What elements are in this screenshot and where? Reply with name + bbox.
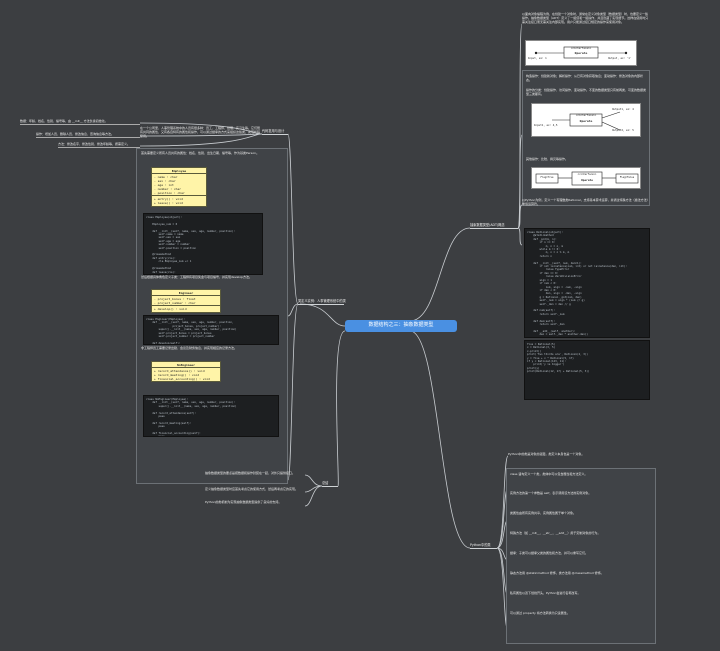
python-class-note-9: 可以通过 property 将方法转换为只读属性。 bbox=[510, 611, 570, 615]
adt-ops-panel: 构造操作：创建新对象；解析操作：从已有对象获取信息；变动操作：修改对象的内部状态… bbox=[522, 70, 650, 206]
engineer-intro-note: 然后根据具体角色定义子类：工程师有项目奖金与项目编号，并实现develop方法。 bbox=[141, 275, 252, 279]
adt-code-intro: 以Python为例，定义一个有理数类Rational，支持基本算术运算，并通过特… bbox=[522, 198, 650, 207]
adt-op-note-1: 构造操作：创建新对象；解析操作：从已有对象获取信息；变动操作：修改对象的内部状态… bbox=[526, 74, 644, 83]
summary-note-3: Python的类机制为实现抽象数据类型提供了良好的支持。 bbox=[205, 500, 282, 504]
python-class-note-8: 私有属性以双下划线开头，Python会进行名称改写。 bbox=[510, 591, 581, 595]
uml-engineer-ops: + develop() : void bbox=[154, 306, 187, 311]
operate-label-2: Operate bbox=[579, 119, 593, 123]
python-class-panel: class 语句定义一个类，类体中可以包含属性和方法定义。 实例方法的第一个参数… bbox=[506, 468, 656, 644]
class-example-panel: 首先需要定义所有人员共有的属性：姓名、性别、出生日期、编号等，作为基类Perso… bbox=[136, 148, 288, 484]
input-label: Input, ex: 1 bbox=[528, 57, 547, 60]
python-class-note-4: 类属性由所有实例共享，实例属性属于单个对象。 bbox=[510, 511, 577, 515]
interface-label-3: <<interface>> bbox=[577, 173, 597, 176]
uml-noengineer-title: NoEngineer bbox=[152, 362, 220, 369]
uml-employee-ops: + entry() : void + leave() : void bbox=[154, 196, 183, 205]
rational-test-code: five = Rational(5) x = Rational(3, 5) x.… bbox=[524, 340, 650, 400]
python-class-note-5: 特殊方法（如 __init__、__str__、__add__）用于定制对象的行… bbox=[510, 531, 601, 535]
flag-true-label: Flag=True bbox=[540, 176, 554, 179]
operate-label-3: Operate bbox=[581, 178, 593, 182]
left-note-2: 操作：增加人员、删除人员、修改信息、查询信息等方法。 bbox=[36, 132, 140, 138]
output-a-label: Output1, ex: 4 bbox=[612, 108, 634, 111]
engineer-code: class Engineer(Employee): def __init__(s… bbox=[143, 315, 279, 345]
uml-engineer-attrs: - project_bonus : float - project_number… bbox=[152, 296, 220, 307]
branch-summary[interactable]: 总结 bbox=[322, 481, 338, 487]
uml-noengineer-ops: + record_attendance() : void + record_me… bbox=[154, 368, 210, 381]
uml-noengineer: NoEngineer + record_attendance() : void … bbox=[151, 361, 221, 383]
rational-class-code: class Rational(object): @staticmethod de… bbox=[524, 228, 650, 338]
root-topic[interactable]: 数据结构之三：抽象数据类型 bbox=[345, 320, 457, 332]
adt-diagram-3: Flag=True <<interface>> Operate Flag=Fal… bbox=[531, 167, 641, 189]
uml-engineer-title: Engineer bbox=[152, 290, 220, 297]
adt-op-note-2: 操作的分类：创建操作、访问操作、变动操作。不变的数据类型只有前两类，可变的数据类… bbox=[526, 88, 647, 97]
interface-label-2: <<interface>> bbox=[575, 114, 597, 117]
interface-label: <<interface>> bbox=[570, 47, 592, 50]
python-class-note-7: 静态方法用 @staticmethod 修饰，类方法用 @classmethod… bbox=[510, 571, 604, 575]
summary-note-2: 定义抽象数据类型时应首先考虑它的使用方式，然后再考虑它的实现。 bbox=[205, 487, 299, 491]
branch-python-class[interactable]: Python中的类 bbox=[470, 543, 497, 549]
operate-label: Operate bbox=[574, 51, 588, 55]
branch-class-example[interactable]: 类定义实例：人事管理系统中的类 bbox=[298, 299, 346, 305]
uml-employee-attrs: - name : char - sex : char - age : int -… bbox=[152, 174, 206, 197]
uml-employee: Employee - name : char - sex : char - ag… bbox=[151, 167, 207, 207]
uml-engineer: Engineer - project_bonus : float - proje… bbox=[151, 289, 221, 313]
summary-note-1: 抽象数据类型的要点是把数据和操作封装在一起，对外只提供接口。 bbox=[205, 471, 296, 475]
adt-intro-note: 以面向对象编程为例，在创建一个对象时，通常在定义对象类型（数据类型）时，也要定义… bbox=[522, 12, 649, 25]
noengineer-code: class NoEngineer(Employee): def __init__… bbox=[143, 395, 279, 437]
python-class-note-3: 实例方法的第一个参数是 self，表示调用该方法的实例对象。 bbox=[510, 491, 592, 495]
adt-diagram-1: <<interface>> Operate Input, ex: 1 Outpu… bbox=[525, 40, 637, 66]
python-class-note-1: Python中的类是对象的蓝图，类定义本身也是一个对象。 bbox=[508, 452, 585, 456]
left-note-1: 数据：年龄、姓名、性别、编号等，由 __init__ 方法负责初始化。 bbox=[20, 119, 140, 125]
flag-false-label: Flag=False bbox=[619, 176, 635, 179]
uml-employee-title: Employee bbox=[152, 168, 206, 175]
input2-label: Input1, ex: 4,5 bbox=[534, 124, 558, 127]
output-label: Output, ex: '1' bbox=[608, 57, 632, 60]
adt-op-note-3: 其他操作：比较、拷贝等操作。 bbox=[526, 157, 569, 161]
branch-code-reuse[interactable]: 代码复用与设计 bbox=[262, 129, 288, 135]
left-top-note: 在一个公司里，人事管理系统中的人员有很多种：员工、工程师、经理、实习生等。它们既… bbox=[140, 126, 260, 139]
people-intro-note: 首先需要定义所有人员共有的属性：姓名、性别、出生日期、编号等，作为基类Perso… bbox=[141, 151, 260, 155]
python-class-note-6: 继承：子类可以继承父类的属性和方法，并可以重写它们。 bbox=[510, 551, 589, 555]
branch-adt-concept[interactable]: 抽象数据类型(ADT)概念 bbox=[470, 223, 518, 229]
adt-diagram-2: <<interface>> Operate Input1, ex: 4,5 Ou… bbox=[531, 103, 641, 137]
output-b-label: Output2, ex: 5 bbox=[612, 129, 634, 132]
employee-code: class Employee(object): Employee_num = 0… bbox=[143, 213, 263, 275]
noengineer-intro-note: 非工程师员工需要记录出勤、会议及财务信息，并实现相应的记录方法。 bbox=[141, 346, 238, 350]
python-class-note-2: class 语句定义一个类，类体中可以包含属性和方法定义。 bbox=[510, 472, 588, 476]
left-note-3: 方法：修改名字、修改性别、修改年龄等，按需定义。 bbox=[58, 142, 140, 148]
